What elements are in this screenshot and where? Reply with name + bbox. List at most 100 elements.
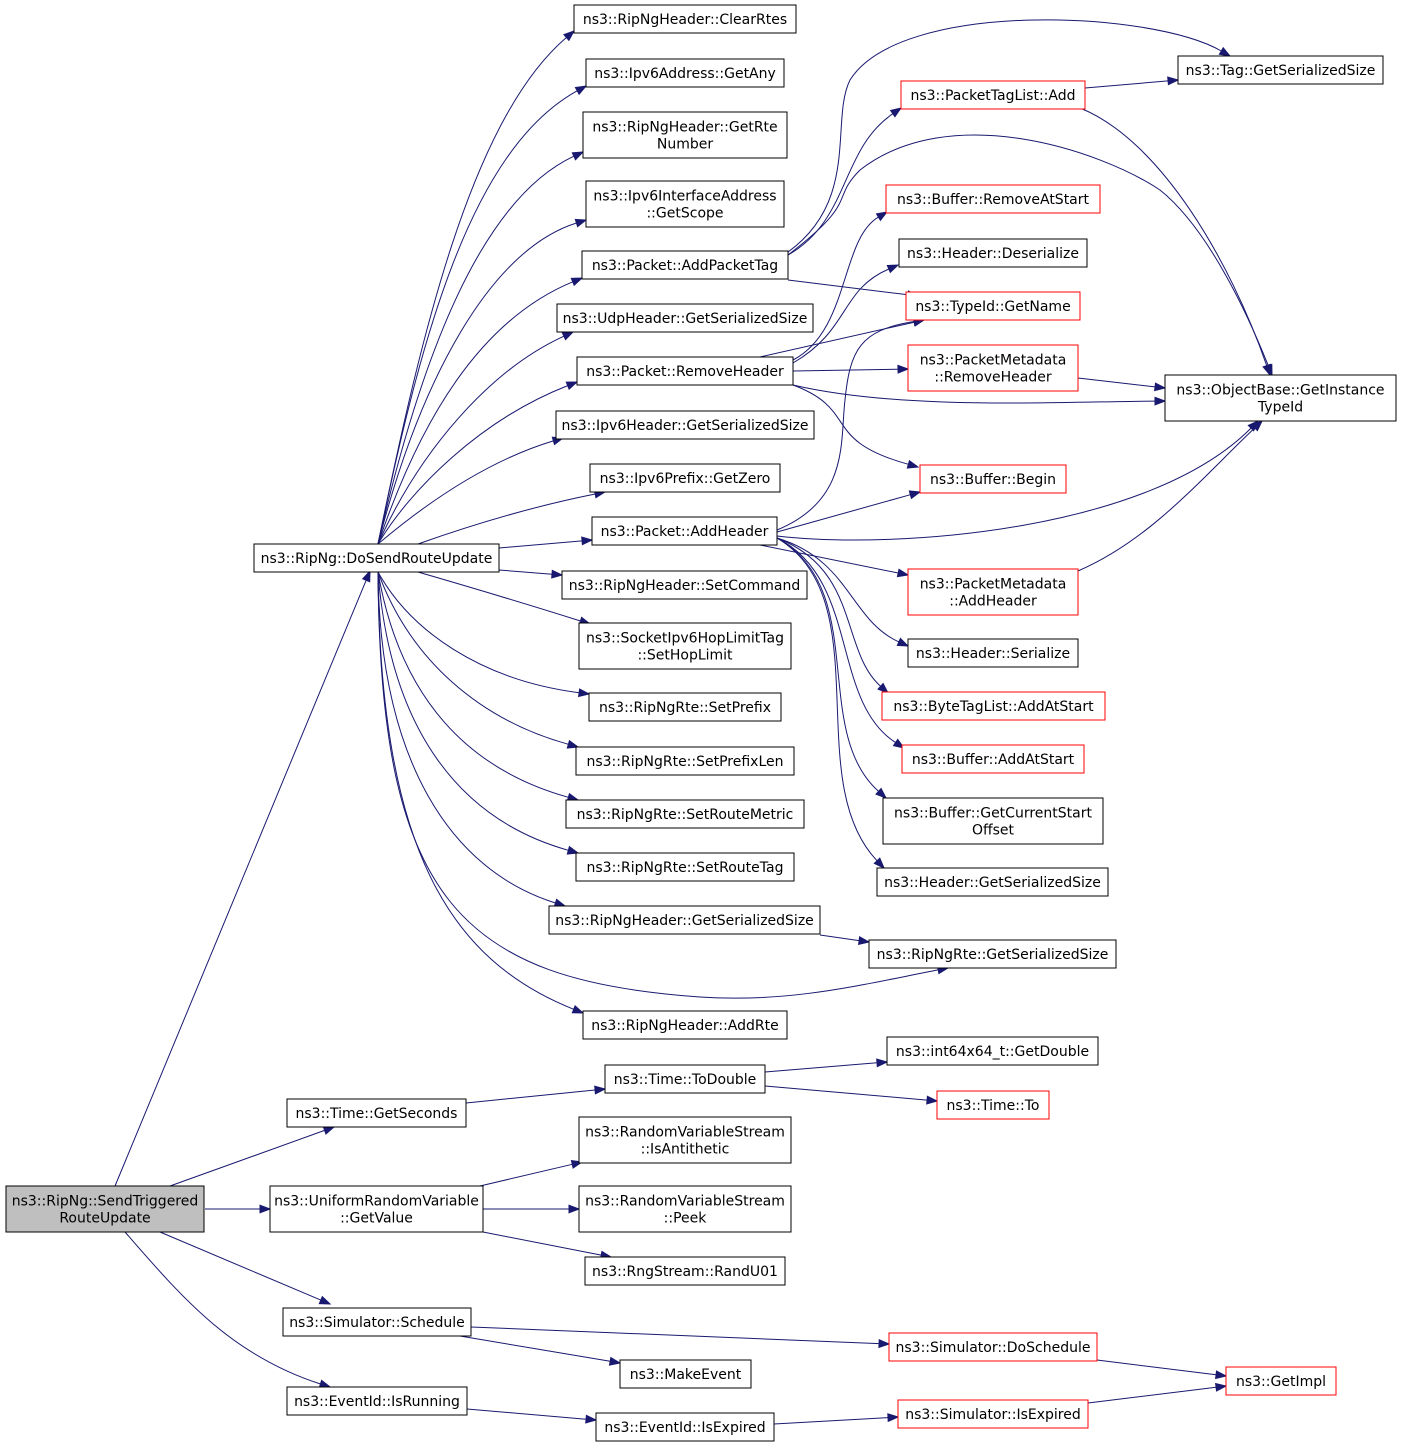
node-label: ns3::Buffer::AddAtStart [912,752,1075,768]
edge-pm_removeheader-to-objbase_getinstance [1077,377,1167,392]
arrowhead [594,1085,607,1095]
node-sim-doschedule[interactable]: ns3::Simulator::DoSchedule [888,1332,1098,1362]
arrowhead [876,1058,889,1068]
node-addrte[interactable]: ns3::RipNgHeader::AddRte [582,1010,788,1040]
edge-line [764,1062,878,1073]
edge-pm_addheader-to-objbase_getinstance [1077,420,1264,572]
node-ipv6ifaddr-getscope[interactable]: ns3::Ipv6InterfaceAddress::GetScope [585,180,785,228]
node-sethoplimit[interactable]: ns3::SocketIpv6HopLimitTag::SetHopLimit [578,622,792,670]
node-label: ns3::Buffer::GetCurrentStart [894,806,1092,822]
arrowhead [926,1095,939,1105]
arrowhead [1215,1370,1228,1380]
node-packet-removeheader[interactable]: ns3::Packet::RemoveHeader [576,356,794,386]
edge-do_send-to-setroutemetric [377,571,580,802]
node-clear-rtes[interactable]: ns3::RipNgHeader::ClearRtes [573,4,797,34]
edge-line [764,1085,928,1101]
node-label: ns3::Header::Serialize [916,646,1070,662]
node-label: ns3::UniformRandomVariable [274,1194,479,1210]
node-box [881,691,1106,721]
node-box [575,852,795,882]
edge-packet_addheader-to-header_getsersize [776,537,885,870]
node-tag-getsersize[interactable]: ns3::Tag::GetSerializedSize [1177,55,1384,85]
edge-line [377,571,556,904]
node-ipv6hdr-getsersize[interactable]: ns3::Ipv6Header::GetSerializedSize [555,410,815,440]
node-box [907,568,1079,616]
node-pm-removeheader[interactable]: ns3::PacketMetadata::RemoveHeader [907,344,1079,392]
node-label: ns3::RandomVariableStream [585,1194,785,1210]
arrowhead [887,1413,900,1423]
edge-line [169,1129,325,1187]
node-sim-schedule[interactable]: ns3::Simulator::Schedule [282,1307,472,1337]
edge-send_triggered-to-get_seconds [169,1126,336,1187]
edge-eventid_isrunning-to-eventid_isexpired [466,1408,598,1424]
node-udp-getsersize[interactable]: ns3::UdpHeader::GetSerializedSize [556,303,814,333]
node-time-todouble[interactable]: ns3::Time::ToDouble [604,1064,766,1094]
node-label: ns3::Simulator::IsExpired [905,1407,1081,1423]
node-setprefixlen[interactable]: ns3::RipNgRte::SetPrefixLen [575,746,795,776]
node-ipv6prefix-getzero[interactable]: ns3::Ipv6Prefix::GetZero [589,463,781,493]
edge-packettaglist_add-to-objbase_getinstance [1079,107,1271,377]
node-label: ns3::ObjectBase::GetInstance [1176,383,1384,399]
node-typeid-getname[interactable]: ns3::TypeId::GetName [905,291,1081,321]
node-box [584,1256,786,1286]
node-getimpl[interactable]: ns3::GetImpl [1225,1366,1337,1396]
node-eventid-isexpired[interactable]: ns3::EventId::IsExpired [595,1412,775,1442]
node-box [575,746,795,776]
node-label: ns3::PacketMetadata [920,577,1067,593]
edge-line [498,569,553,575]
node-buffer-addatstart[interactable]: ns3::Buffer::AddAtStart [901,744,1085,774]
node-bytetaglist-addatstart[interactable]: ns3::ByteTagList::AddAtStart [881,691,1106,721]
node-box [1164,374,1397,422]
node-setroutemetric[interactable]: ns3::RipNgRte::SetRouteMetric [565,799,805,829]
node-packet-addheader[interactable]: ns3::Packet::AddHeader [591,516,778,546]
node-packettaglist-add[interactable]: ns3::PacketTagList::Add [900,80,1086,110]
node-setprefix[interactable]: ns3::RipNgRte::SetPrefix [588,692,782,722]
node-eventid-isrunning[interactable]: ns3::EventId::IsRunning [286,1386,468,1416]
edge-packet_removeheader-to-objbase_getinstance [792,384,1167,406]
node-box [900,80,1086,110]
edge-do_send-to-packet_addpackettag [377,277,584,545]
edge-line [792,216,879,361]
node-buffer-removeatstart[interactable]: ns3::Buffer::RemoveAtStart [885,184,1101,214]
node-ipv6addr-getany[interactable]: ns3::Ipv6Address::GetAny [585,58,785,88]
node-rvs-peek[interactable]: ns3::RandomVariableStream::Peek [578,1185,792,1233]
node-uniform-get-value[interactable]: ns3::UniformRandomVariable::GetValue [269,1185,484,1233]
node-header-getsersize[interactable]: ns3::Header::GetSerializedSize [876,867,1109,897]
node-rvs-isantithetic[interactable]: ns3::RandomVariableStream::IsAntithetic [578,1116,792,1164]
node-label: ns3::Time::ToDouble [614,1072,757,1088]
node-label: ns3::Buffer::RemoveAtStart [897,192,1090,208]
edge-sim_schedule-to-makeevent [459,1335,622,1366]
node-box [905,291,1081,321]
node-box [578,1185,792,1233]
node-box [555,410,815,440]
node-packet-addpackettag[interactable]: ns3::Packet::AddPacketTag [581,250,789,280]
edge-line [776,537,881,687]
node-sim-isexpired[interactable]: ns3::Simulator::IsExpired [897,1399,1089,1429]
node-do-send[interactable]: ns3::RipNg::DoSendRouteUpdate [253,543,500,573]
edge-eventid_isexpired-to-sim_isexpired [773,1413,900,1425]
node-ripnghdr-getsersize[interactable]: ns3::RipNgHeader::GetSerializedSize [548,905,821,935]
edge-line [377,571,569,798]
node-pm-addheader[interactable]: ns3::PacketMetadata::AddHeader [907,568,1079,616]
node-rng-randu01[interactable]: ns3::RngStream::RandU01 [584,1256,786,1286]
node-setcommand[interactable]: ns3::RipNgHeader::SetCommand [561,570,808,600]
node-buffer-begin[interactable]: ns3::Buffer::Begin [919,464,1067,494]
node-int64-getdouble[interactable]: ns3::int64x64_t::GetDouble [886,1036,1099,1066]
node-makeevent[interactable]: ns3::MakeEvent [619,1359,752,1389]
node-header-serialize[interactable]: ns3::Header::Serialize [907,638,1079,668]
node-setroutetag[interactable]: ns3::RipNgRte::SetRouteTag [575,852,795,882]
node-header-deserialize[interactable]: ns3::Header::Deserialize [898,238,1088,268]
edge-do_send-to-setprefixlen [377,571,580,749]
node-get-seconds[interactable]: ns3::Time::GetSeconds [286,1098,467,1128]
edge-line [377,155,575,545]
node-ripngrte-getsersize[interactable]: ns3::RipNgRte::GetSerializedSize [868,939,1117,969]
node-box [565,799,805,829]
node-label: ::GetScope [646,206,723,222]
node-label: ns3::RipNg::DoSendRouteUpdate [261,551,493,567]
node-time-to[interactable]: ns3::Time::To [936,1090,1050,1120]
edge-uniform_get_value-to-rng_randu01 [482,1231,613,1260]
